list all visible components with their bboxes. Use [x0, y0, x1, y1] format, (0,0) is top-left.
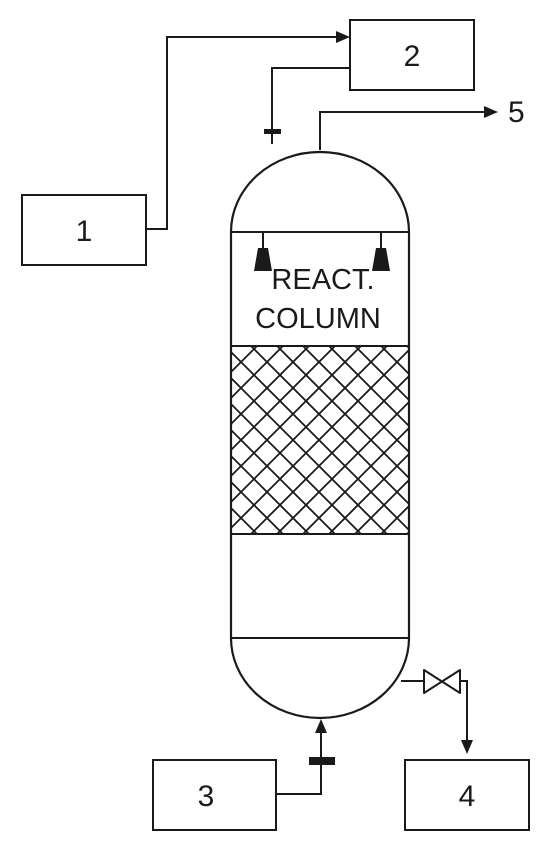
mesh-line [433, 346, 550, 534]
arrow-down-icon [461, 740, 473, 754]
mesh-line [232, 346, 310, 425]
pipe-flange-bottom-icon [309, 757, 335, 765]
arrow-right-icon [336, 31, 350, 43]
pipe-1-to-2 [146, 31, 350, 230]
mesh-line [232, 346, 388, 503]
arrow-up-icon [315, 719, 327, 733]
outlet-label-5: 5 [508, 96, 525, 129]
mesh-line [537, 346, 550, 534]
mesh-line [459, 346, 550, 534]
gate-valve-icon [423, 669, 461, 694]
mesh-line [302, 427, 408, 534]
mesh-line [232, 455, 310, 534]
mesh-line [485, 346, 550, 534]
mesh-line [232, 346, 336, 451]
mesh-line [485, 346, 550, 534]
pipe-column-to-4 [401, 669, 473, 754]
mesh-line [232, 346, 284, 399]
pipe-2-to-column [264, 67, 350, 144]
spray-nozzle-right-icon [372, 232, 390, 271]
unit-label-1: 1 [76, 215, 93, 248]
unit-label-2: 2 [404, 40, 421, 73]
mesh-line [232, 349, 408, 529]
mesh-line [232, 507, 258, 534]
mesh-line [537, 346, 550, 534]
unit-label-3: 3 [198, 780, 215, 813]
unit-box-2: 2 [349, 19, 475, 91]
pipe-column-to-5: 5 [319, 96, 525, 150]
mesh-line [511, 346, 550, 534]
column-shell [229, 150, 411, 720]
unit-box-3: 3 [152, 759, 277, 831]
mesh-line [511, 346, 550, 534]
column-label-line2: COLUMN [255, 303, 381, 335]
mesh-line [406, 346, 408, 349]
packed-bed [43, 346, 550, 534]
mesh-line [232, 481, 284, 534]
column-label-line1: REACT. [271, 264, 374, 296]
spray-nozzle-left-icon [254, 232, 272, 271]
pipe-flange-top-icon [264, 129, 281, 134]
mesh-line [276, 401, 408, 534]
mesh-line [406, 531, 408, 534]
reaction-column: REACT. COLUMN [43, 150, 550, 720]
pipe-3-to-column [276, 719, 335, 795]
mesh-line [250, 375, 408, 534]
unit-box-4: 4 [404, 759, 530, 831]
mesh-line [328, 346, 408, 427]
mesh-line [328, 453, 408, 534]
mesh-line [354, 346, 408, 401]
mesh-line [43, 346, 231, 534]
unit-box-1: 1 [21, 194, 147, 266]
arrow-right-icon [484, 106, 498, 118]
mesh-line [354, 479, 408, 534]
mesh-line [232, 346, 258, 373]
mesh-line [43, 346, 231, 534]
mesh-line [232, 346, 362, 477]
mesh-line [459, 346, 550, 534]
unit-label-4: 4 [459, 780, 476, 813]
mesh-line [433, 346, 550, 534]
